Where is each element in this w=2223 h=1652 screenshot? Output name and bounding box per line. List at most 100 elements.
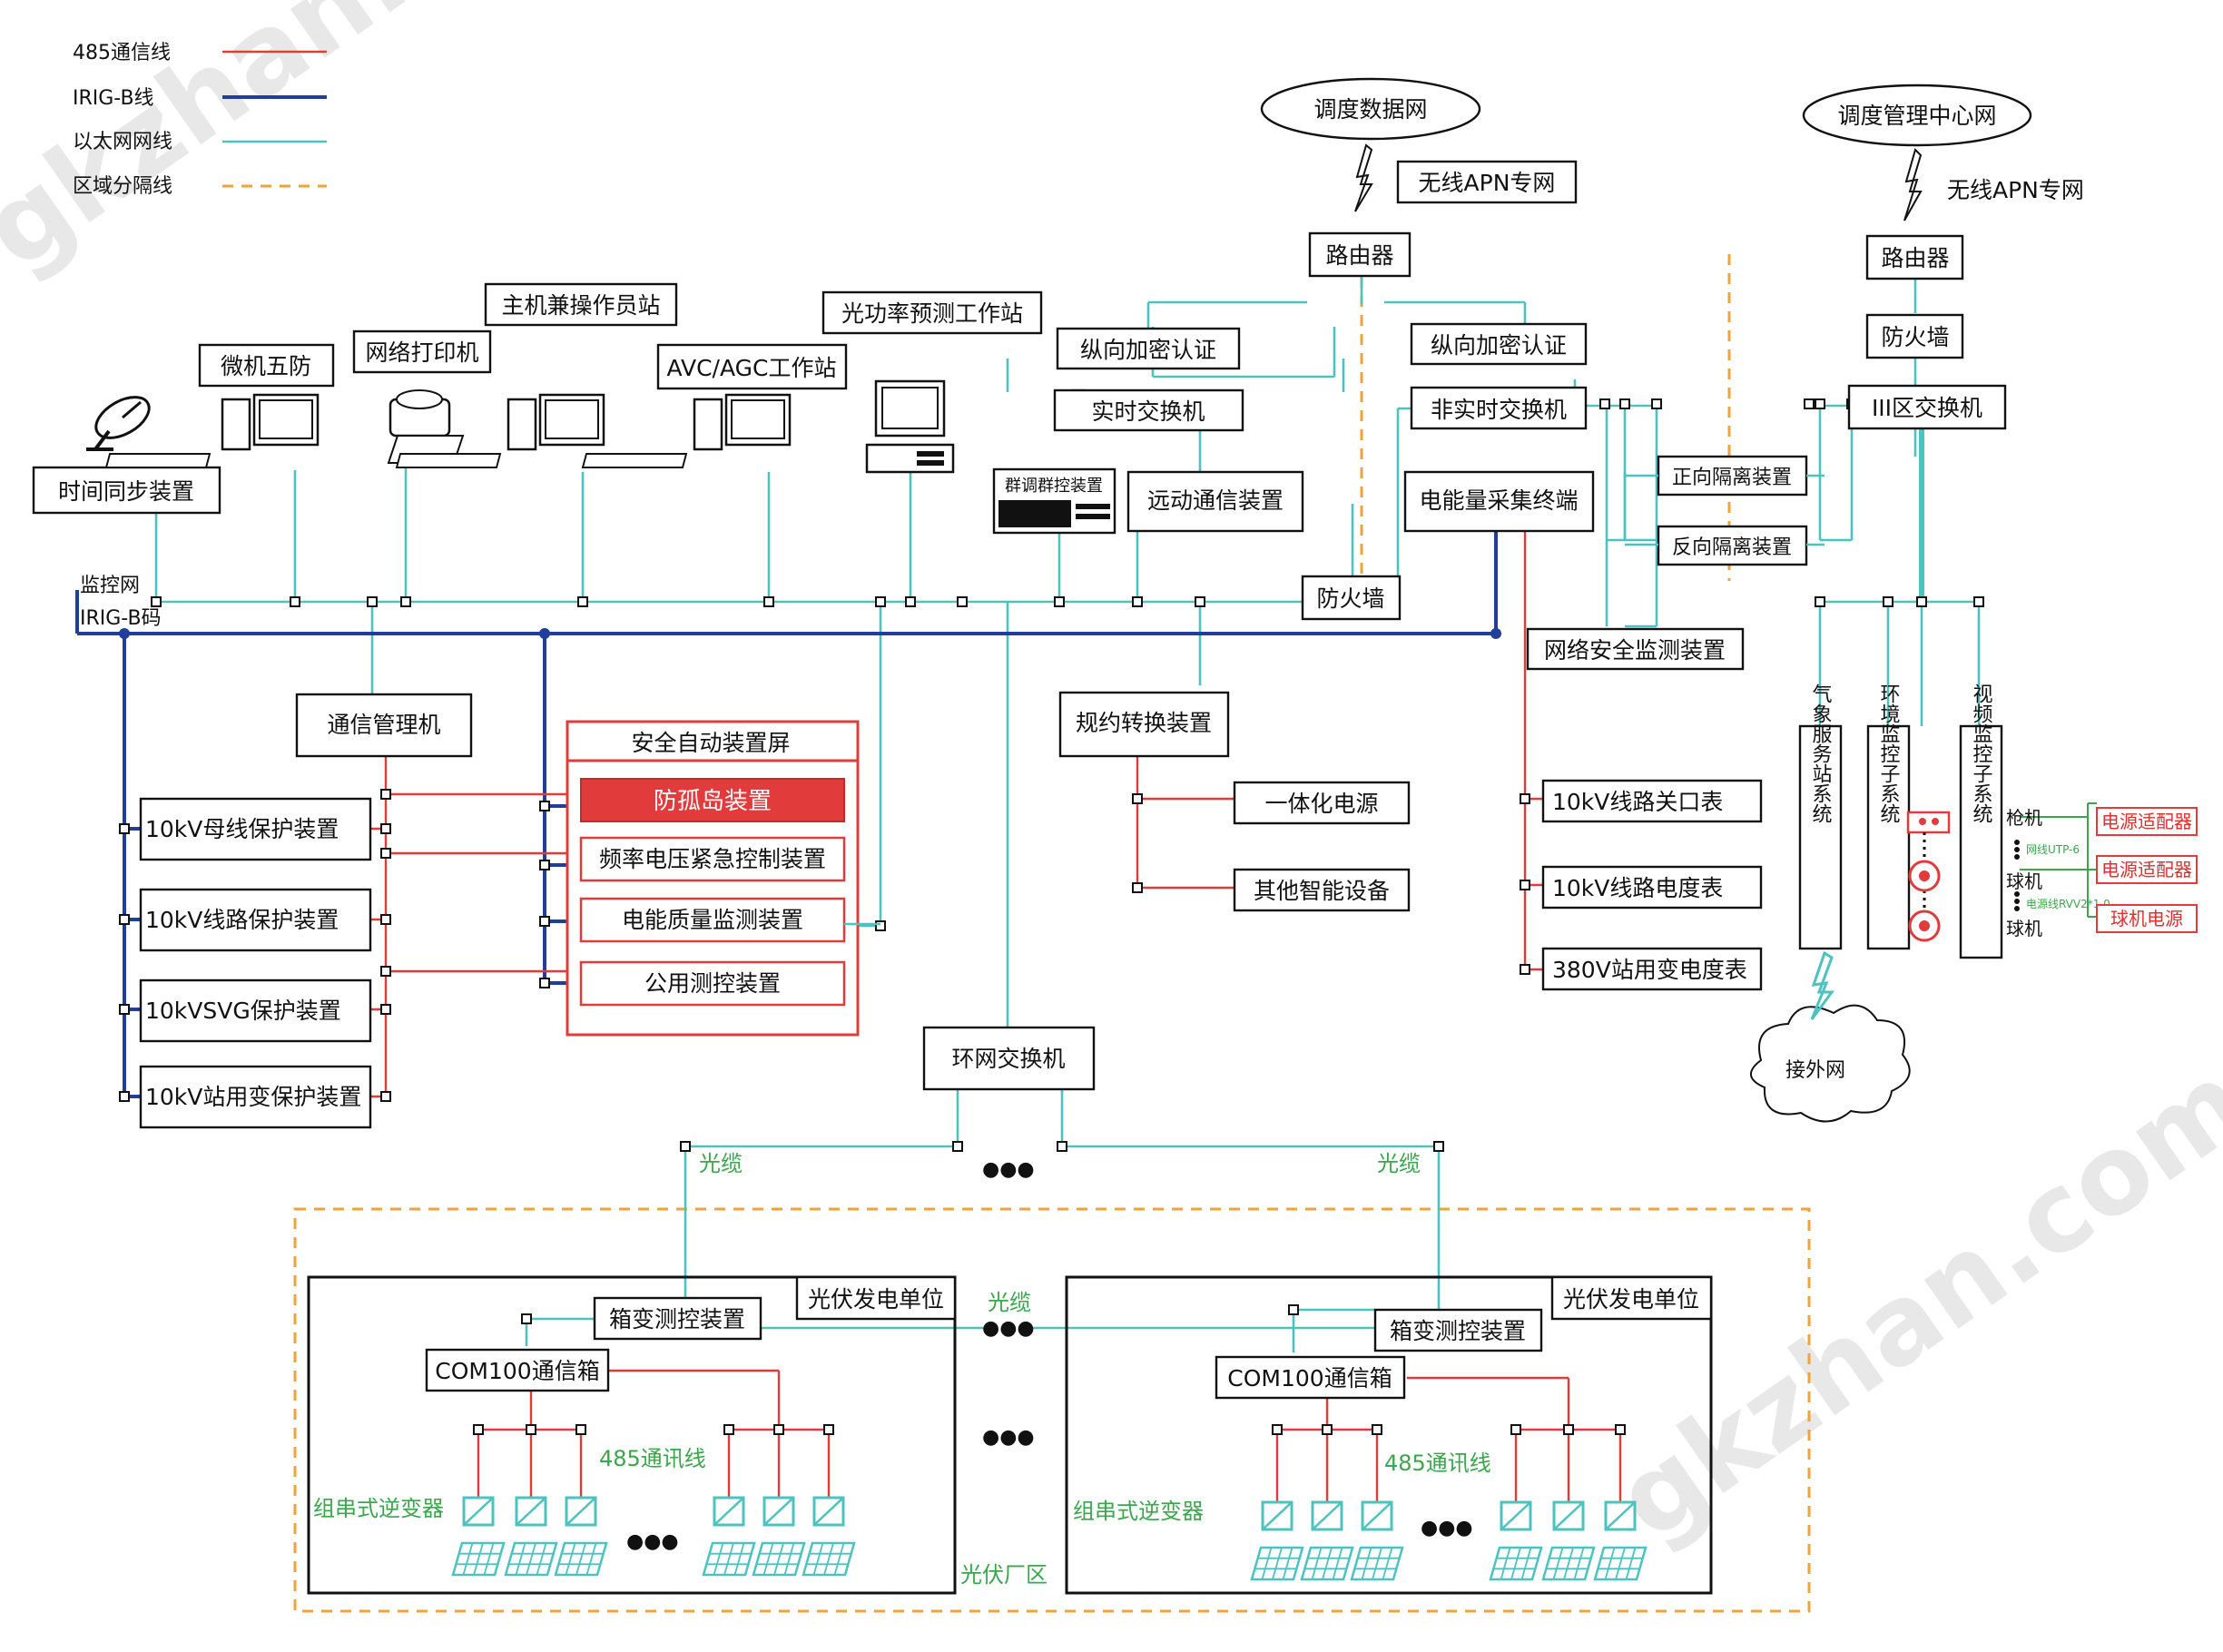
- box-meter-380v: 380V站用变电度表: [1541, 947, 1763, 991]
- svg-text:环网交换机: 环网交换机: [951, 1046, 1065, 1072]
- svg-text:规约转换装置: 规约转换装置: [1076, 710, 1212, 736]
- legend-label-zone: 区域分隔线: [73, 175, 172, 198]
- box-firewall-2: 防火墙: [1865, 313, 1964, 359]
- wireless-link-icon: [1354, 143, 1373, 212]
- inverter-icon: [462, 1496, 495, 1527]
- wireless-link-icon: [1810, 950, 1834, 1020]
- box-prot-10kv-station: 10kV站用变保护装置: [139, 1065, 372, 1129]
- solar-panel-icon: [451, 1541, 506, 1577]
- public-measure-label: 公用测控装置: [644, 970, 781, 997]
- box-time-sync: 时间同步装置: [32, 466, 221, 515]
- ellipsis-pv2: ●●●: [1421, 1517, 1473, 1539]
- anti-islanding-box: [580, 778, 845, 822]
- pv-unit-2-title: 光伏发电单位: [1563, 1286, 1699, 1313]
- box-integrated-power: 一体化电源: [1233, 781, 1411, 825]
- box-wireless-apn-1: 无线APN专网: [1396, 160, 1578, 204]
- inverter-label-2: 组串式逆变器: [1073, 1499, 1204, 1524]
- svg-text:路由器: 路由器: [1325, 242, 1393, 269]
- inverter-icon: [515, 1496, 547, 1527]
- com100-1-label: COM100通信箱: [435, 1358, 599, 1384]
- box-power-adapter-1: 电源适配器: [2096, 807, 2198, 836]
- ellipsis-3: ●●●: [982, 1426, 1035, 1449]
- box-env-monitor: 环境监控子系统: [1866, 683, 1911, 950]
- legend-label-ethernet: 以太网网线: [73, 131, 172, 153]
- power-quality-label: 电能质量监测装置: [622, 907, 803, 933]
- legend: 485通信线 IRIG-B线 以太网网线 区域分隔线: [73, 42, 327, 198]
- dispatch-mgmt-net-label: 调度管理中心网: [1837, 103, 1996, 129]
- pv-unit-1: 光伏发电单位 箱变测控装置 COM100通信箱 485通讯线 组串式逆变器 ●●…: [307, 1275, 957, 1595]
- svg-text:非实时交换机: 非实时交换机: [1431, 397, 1567, 423]
- ellipsis-1: ●●●: [982, 1158, 1035, 1181]
- svg-text:380V站用变电度表: 380V站用变电度表: [1552, 957, 1747, 983]
- external-net-label: 接外网: [1785, 1059, 1845, 1082]
- box-prot-10kv-line: 10kV线路保护装置: [139, 888, 372, 952]
- fiber-label-3: 光缆: [988, 1290, 1031, 1315]
- svg-text:球机电源: 球机电源: [2110, 908, 2183, 929]
- box-power-adapter-2: 电源适配器: [2096, 855, 2198, 884]
- svg-text:正向隔离装置: 正向隔离装置: [1672, 467, 1792, 489]
- box-vert-auth-1: 纵向加密认证: [1056, 327, 1241, 370]
- computer-icon: [865, 379, 955, 474]
- box-micro-5prev: 微机五防: [198, 343, 335, 388]
- cloud-dispatch-mgmt-net: 调度管理中心网: [1802, 84, 2032, 147]
- svg-text:10kV线路电度表: 10kV线路电度表: [1552, 875, 1723, 901]
- solar-panel-icon: [1300, 1546, 1354, 1581]
- power-rvv-label: 电源线RVV2*1.0: [2026, 898, 2110, 910]
- ellipsis-pv1: ●●●: [626, 1530, 679, 1553]
- box-meter-line-energy: 10kV线路电度表: [1541, 865, 1763, 910]
- box-rev-isolation: 反向隔离装置: [1657, 525, 1808, 566]
- svg-text:10kV线路保护装置: 10kV线路保护装置: [145, 907, 339, 933]
- box-ring-switch: 环网交换机: [922, 1026, 1096, 1091]
- box-remote-comm: 远动通信装置: [1126, 470, 1304, 533]
- box-realtime-switch: 实时交换机: [1053, 388, 1244, 432]
- svg-text:微机五防: 微机五防: [221, 353, 311, 379]
- svg-text:电能量采集终端: 电能量采集终端: [1419, 487, 1578, 514]
- svg-text:光功率预测工作站: 光功率预测工作站: [841, 300, 1023, 327]
- inverter-icon: [1311, 1500, 1343, 1531]
- safety-panel: 安全自动装置屏 防孤岛装置 频率电压紧急控制装置 电能质量监测装置 公用测控装置: [566, 720, 860, 1037]
- solar-panel-icon: [1593, 1546, 1648, 1581]
- box-vert-auth-2: 纵向加密认证: [1410, 322, 1588, 366]
- monitor-net-label: 监控网: [80, 575, 140, 597]
- svg-text:网络打印机: 网络打印机: [365, 339, 478, 366]
- computer-icon: [581, 393, 792, 468]
- box-avc-agc: AVC/AGC工作站: [656, 343, 848, 390]
- box-prot-10kv-bus: 10kV母线保护装置: [139, 797, 372, 861]
- legend-label-irigb: IRIG-B线: [73, 87, 154, 110]
- inverter-label-1: 组串式逆变器: [313, 1496, 444, 1521]
- dome-cam-2-label: 球机: [2006, 918, 2042, 939]
- svg-text:网络安全监测装置: 网络安全监测装置: [1544, 637, 1726, 664]
- box-dome-power: 球机电源: [2096, 904, 2198, 933]
- net-utp-label: 网线UTP-6: [2026, 843, 2080, 856]
- pv-area-boundary: [293, 1207, 1811, 1613]
- public-measure-box: [579, 960, 846, 1007]
- svg-text:电源适配器: 电源适配器: [2101, 859, 2192, 880]
- box-meter-line-gate: 10kV线路关口表: [1541, 779, 1763, 823]
- svg-text:10kV线路关口表: 10kV线路关口表: [1552, 789, 1723, 815]
- svg-text:气象服务站系统: 气象服务站系统: [1809, 683, 1833, 823]
- inverter-icon: [1552, 1500, 1585, 1531]
- box-protocol-conv: 规约转换装置: [1058, 691, 1230, 758]
- solar-panel-icon: [1489, 1546, 1543, 1581]
- box-firewall-1: 防火墙: [1301, 575, 1402, 621]
- pv-unit-2: 光伏发电单位 箱变测控装置 COM100通信箱 485通讯线 组串式逆变器 ●●…: [1065, 1275, 1713, 1595]
- safety-panel-title: 安全自动装置屏: [631, 730, 790, 756]
- inverter-icon: [1361, 1500, 1393, 1531]
- solar-panel-icon: [504, 1541, 558, 1577]
- svg-text:防火墙: 防火墙: [1316, 585, 1384, 612]
- svg-text:其他智能设备: 其他智能设备: [1254, 878, 1390, 904]
- solar-panel-icon: [702, 1541, 756, 1577]
- inverter-icon: [1261, 1500, 1293, 1531]
- camera-dots: [2014, 840, 2020, 911]
- cloud-dispatch-data-net: 调度数据网: [1260, 77, 1481, 141]
- gun-cam-label: 枪机: [2006, 807, 2042, 829]
- box-weather-station: 气象服务站系统: [1798, 683, 1843, 950]
- inverter-icon: [565, 1496, 597, 1527]
- junction-nodes: [119, 398, 1984, 1435]
- svg-text:纵向加密认证: 纵向加密认证: [1080, 337, 1216, 363]
- svg-text:10kV站用变保护装置: 10kV站用变保护装置: [145, 1084, 361, 1110]
- box-measure-1-label: 箱变测控装置: [609, 1306, 745, 1332]
- ellipsis-2: ●●●: [982, 1317, 1035, 1340]
- svg-text:防火墙: 防火墙: [1881, 324, 1949, 350]
- svg-text:视频监控子系统: 视频监控子系统: [1970, 683, 1993, 823]
